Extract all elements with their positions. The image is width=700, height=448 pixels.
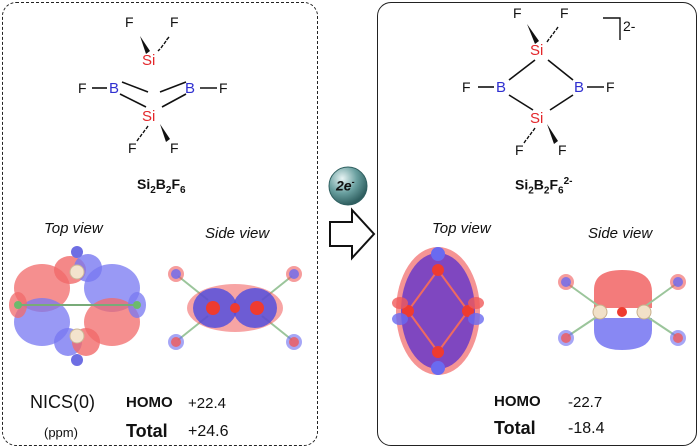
right-structure-bonds [478, 59, 604, 111]
atom-label-b: B [496, 79, 507, 96]
left-total-value: +24.6 [188, 423, 229, 440]
atom-label-f: F [515, 142, 524, 158]
wedge-bond [527, 24, 539, 44]
atom-label-f: F [125, 14, 134, 30]
right-side-view-orbital [558, 270, 686, 350]
atom-label-f: F [606, 79, 615, 95]
left-formula: Si2B2F6 [137, 176, 186, 196]
atom-label-f: F [558, 142, 567, 158]
right-formula: Si2B2F62- [515, 176, 573, 197]
nics-label: NICS(0) [30, 392, 96, 412]
left-homo-value: +22.4 [188, 395, 226, 412]
atom-label-si: Si [530, 42, 544, 59]
right-total-label: Total [494, 418, 536, 438]
left-structure-bonds [92, 81, 217, 108]
neutral-molecule-panel [2, 2, 318, 446]
atom-label-f: F [170, 14, 179, 30]
right-side-view-label: Side view [588, 225, 653, 242]
left-top-view-orbital [9, 246, 146, 366]
nics-unit: (ppm) [44, 425, 78, 440]
atom-label-b: B [109, 80, 120, 97]
right-top-view-orbital [392, 247, 484, 375]
left-side-view-orbital [168, 266, 302, 350]
atom-label-f: F [128, 140, 137, 156]
atom-label-b: B [185, 80, 196, 97]
atom-label-f: F [560, 5, 569, 21]
right-homo-value: -22.7 [568, 394, 603, 411]
atom-label-f: F [219, 80, 228, 96]
atom-label-f: F [462, 79, 471, 95]
right-bottom-si-f-bonds [523, 124, 558, 144]
right-total-value: -18.4 [568, 420, 605, 437]
right-homo-label: HOMO [494, 393, 541, 410]
electron-sphere-icon [328, 166, 368, 206]
atom-label-f: F [170, 140, 179, 156]
charge-label: 2- [623, 18, 636, 34]
wedge-bond [140, 36, 150, 54]
atom-label-si: Si [142, 108, 156, 125]
right-top-view-label: Top view [432, 220, 491, 237]
atom-label-b: B [574, 79, 585, 96]
left-top-si-f-bonds [140, 36, 170, 54]
dianion-molecule-panel [377, 2, 697, 446]
wedge-bond [160, 124, 170, 142]
atom-label-si: Si [142, 52, 156, 69]
atom-label-f: F [513, 5, 522, 21]
left-homo-label: HOMO [126, 394, 173, 411]
wedge-bond [547, 124, 558, 144]
atom-label-f: F [78, 80, 87, 96]
atom-label-si: Si [530, 110, 544, 127]
left-total-label: Total [126, 421, 168, 441]
charge-bracket [603, 17, 621, 40]
right-top-si-f-bonds [527, 24, 559, 44]
left-side-view-label: Side view [205, 225, 270, 242]
left-top-view-label: Top view [44, 220, 103, 237]
left-bottom-si-f-bonds [136, 124, 170, 142]
reduction-arrow [328, 166, 376, 261]
electron-count-label: 2e- [336, 177, 355, 194]
bond-b-si [121, 81, 149, 93]
